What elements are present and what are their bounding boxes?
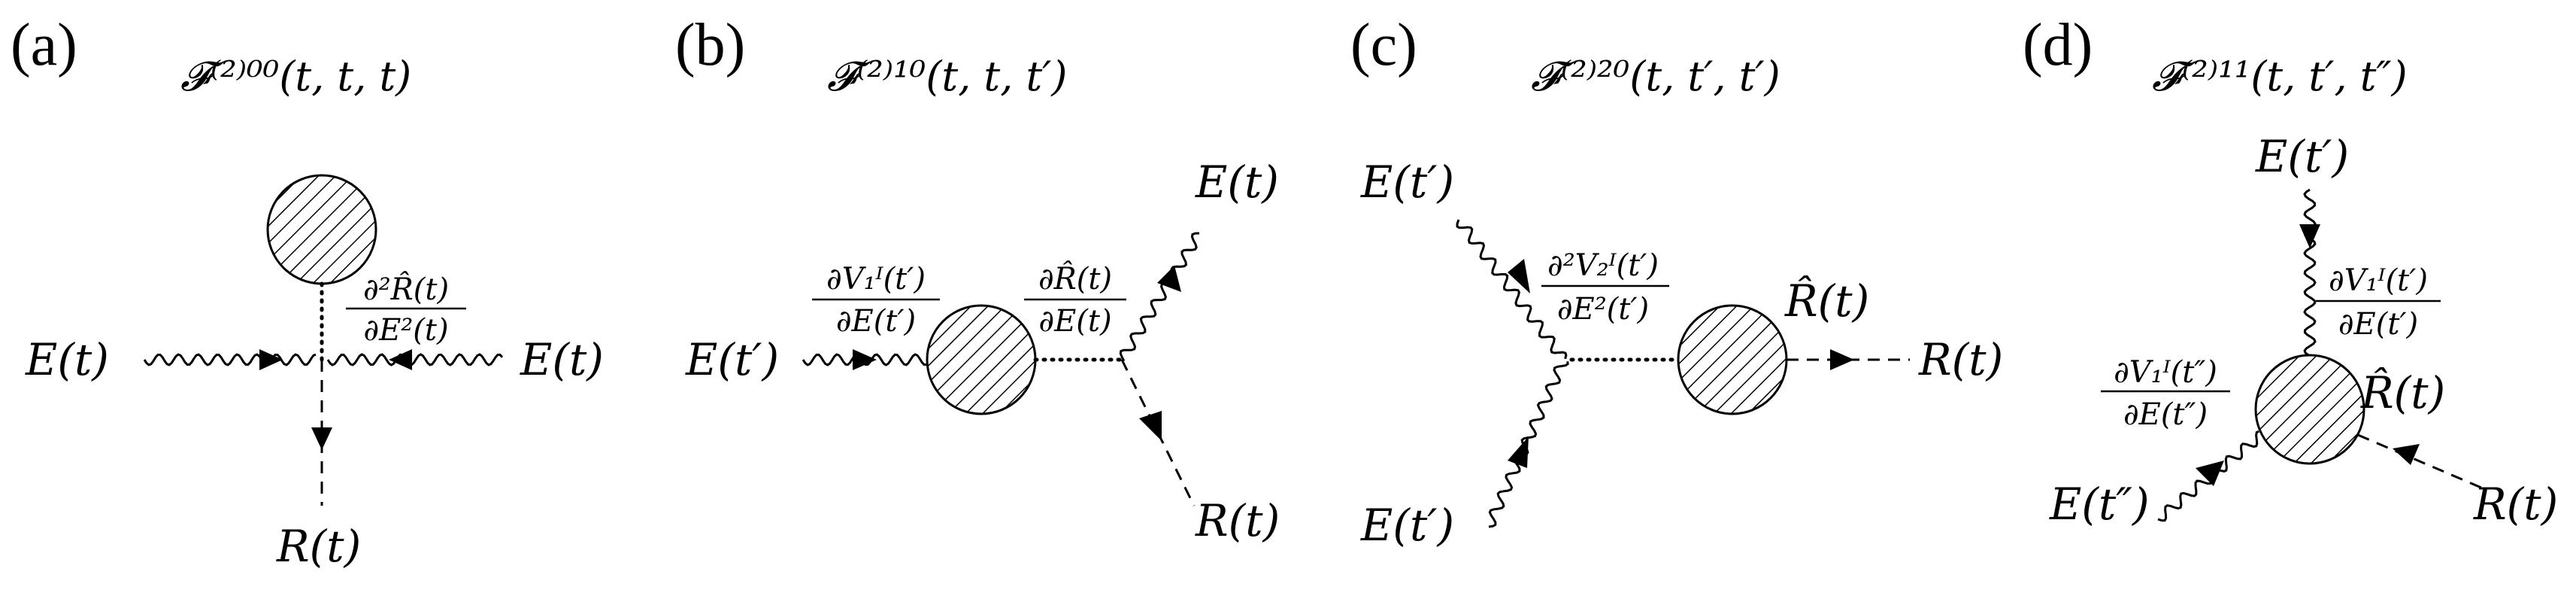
panel-d-frac-left-num: ∂V₁ᴵ(t″) [2114,355,2217,390]
panel-d-frac-left-den: ∂E(t″) [2123,397,2208,432]
panel-d: (d) 𝓕⁽²⁾¹¹(t, t′, t″) ∂V₁ᴵ(t′) ∂E(t′) ∂V… [2023,12,2558,530]
panel-b-label-left: E(t′) [685,334,779,385]
panel-c-label-bottom: E(t′) [1360,500,1454,551]
panel-a-wavy-left [143,353,317,366]
panel-a-label: (a) [11,12,77,78]
panel-d-title: 𝓕⁽²⁾¹¹(t, t′, t″) [2152,53,2408,100]
panel-a-frac-num: ∂²R̂(t) [363,272,449,307]
panel-b: (b) 𝓕⁽²⁾¹⁰(t, t, t′) ∂V₁ᴵ(t′) ∂E(t′) ∂R̂… [675,12,1280,546]
panel-a-arrow-down [311,427,332,450]
panel-c-frac-num: ∂²V₂ᴵ(t′) [1547,248,1659,283]
panel-b-arrow-up [1157,266,1181,292]
panel-c-arrow-out [1830,349,1854,370]
panel-a-label-bottom: R(t) [276,521,361,572]
panel-a-label-left: E(t) [25,334,109,385]
panel-c-title: 𝓕⁽²⁾²⁰(t, t′, t′) [1531,53,1780,100]
panel-a-arrow-left [259,349,283,370]
panel-c-label-right: R(t) [1918,334,2003,385]
panel-d-wavy-top [2303,188,2317,357]
panel-d-label-top: E(t′) [2255,131,2349,182]
panel-a: (a) 𝓕⁽²⁾⁰⁰(t, t, t) ∂²R̂(t) ∂E²(t) E(t) … [11,12,604,572]
panel-b-frac-right-num: ∂R̂(t) [1038,262,1112,296]
panel-a-title: 𝓕⁽²⁾⁰⁰(t, t, t) [180,53,411,100]
panel-c-label: (c) [1350,12,1417,78]
panel-a-blob [266,174,377,285]
panel-b-arrow-in [853,349,877,370]
panel-c-wavy-top [1456,219,1568,360]
panel-c-arrow-top [1508,259,1530,293]
panel-a-wavy-right [326,353,504,366]
panel-d-frac-top-den: ∂E(t′) [2338,307,2418,342]
panel-d-label-right: R(t) [2473,479,2558,530]
panel-d-arrow-left [2196,461,2224,486]
panel-b-label-bottomright: R(t) [1195,495,1280,546]
panel-d-arrow-right [2393,444,2420,465]
panel-d-blob [2254,354,2365,465]
panel-c-wavy-bottom [1488,361,1569,528]
panel-b-label-topright: E(t) [1195,157,1279,208]
panel-c-frac-den: ∂E²(t′) [1557,292,1649,327]
panel-b-blob [926,304,1037,415]
panel-b-frac-right-den: ∂E(t) [1038,304,1111,339]
panel-c-rhat: R̂(t) [1784,275,1869,327]
panel-d-dashed-line [2357,433,2482,489]
panel-b-arrow-down [1139,411,1162,441]
panel-c-arrow-bottom [1508,436,1529,468]
panel-d-label-left: E(t″) [2049,479,2150,530]
panel-c: (c) 𝓕⁽²⁾²⁰(t, t′, t′) ∂²V₂ᴵ(t′) ∂E²(t′) … [1350,12,2003,551]
panel-a-arrow-right [389,349,412,370]
panel-a-label-right: E(t) [520,334,604,385]
panel-b-label: (b) [675,12,745,78]
panel-d-rhat: R̂(t) [2360,366,2445,418]
panel-b-frac-left-den: ∂E(t′) [836,304,916,339]
panel-a-frac-den: ∂E²(t) [363,313,448,348]
panel-d-frac-top-num: ∂V₁ᴵ(t′) [2329,263,2428,298]
panel-d-label: (d) [2023,12,2093,78]
panel-c-blob [1677,304,1788,415]
panel-b-frac-left-num: ∂V₁ᴵ(t′) [826,262,926,296]
panel-b-title: 𝓕⁽²⁾¹⁰(t, t, t′) [827,53,1067,100]
panel-b-wavy-up [1119,232,1200,362]
panel-d-arrow-top [2299,224,2320,248]
panel-c-label-top: E(t′) [1360,157,1454,208]
